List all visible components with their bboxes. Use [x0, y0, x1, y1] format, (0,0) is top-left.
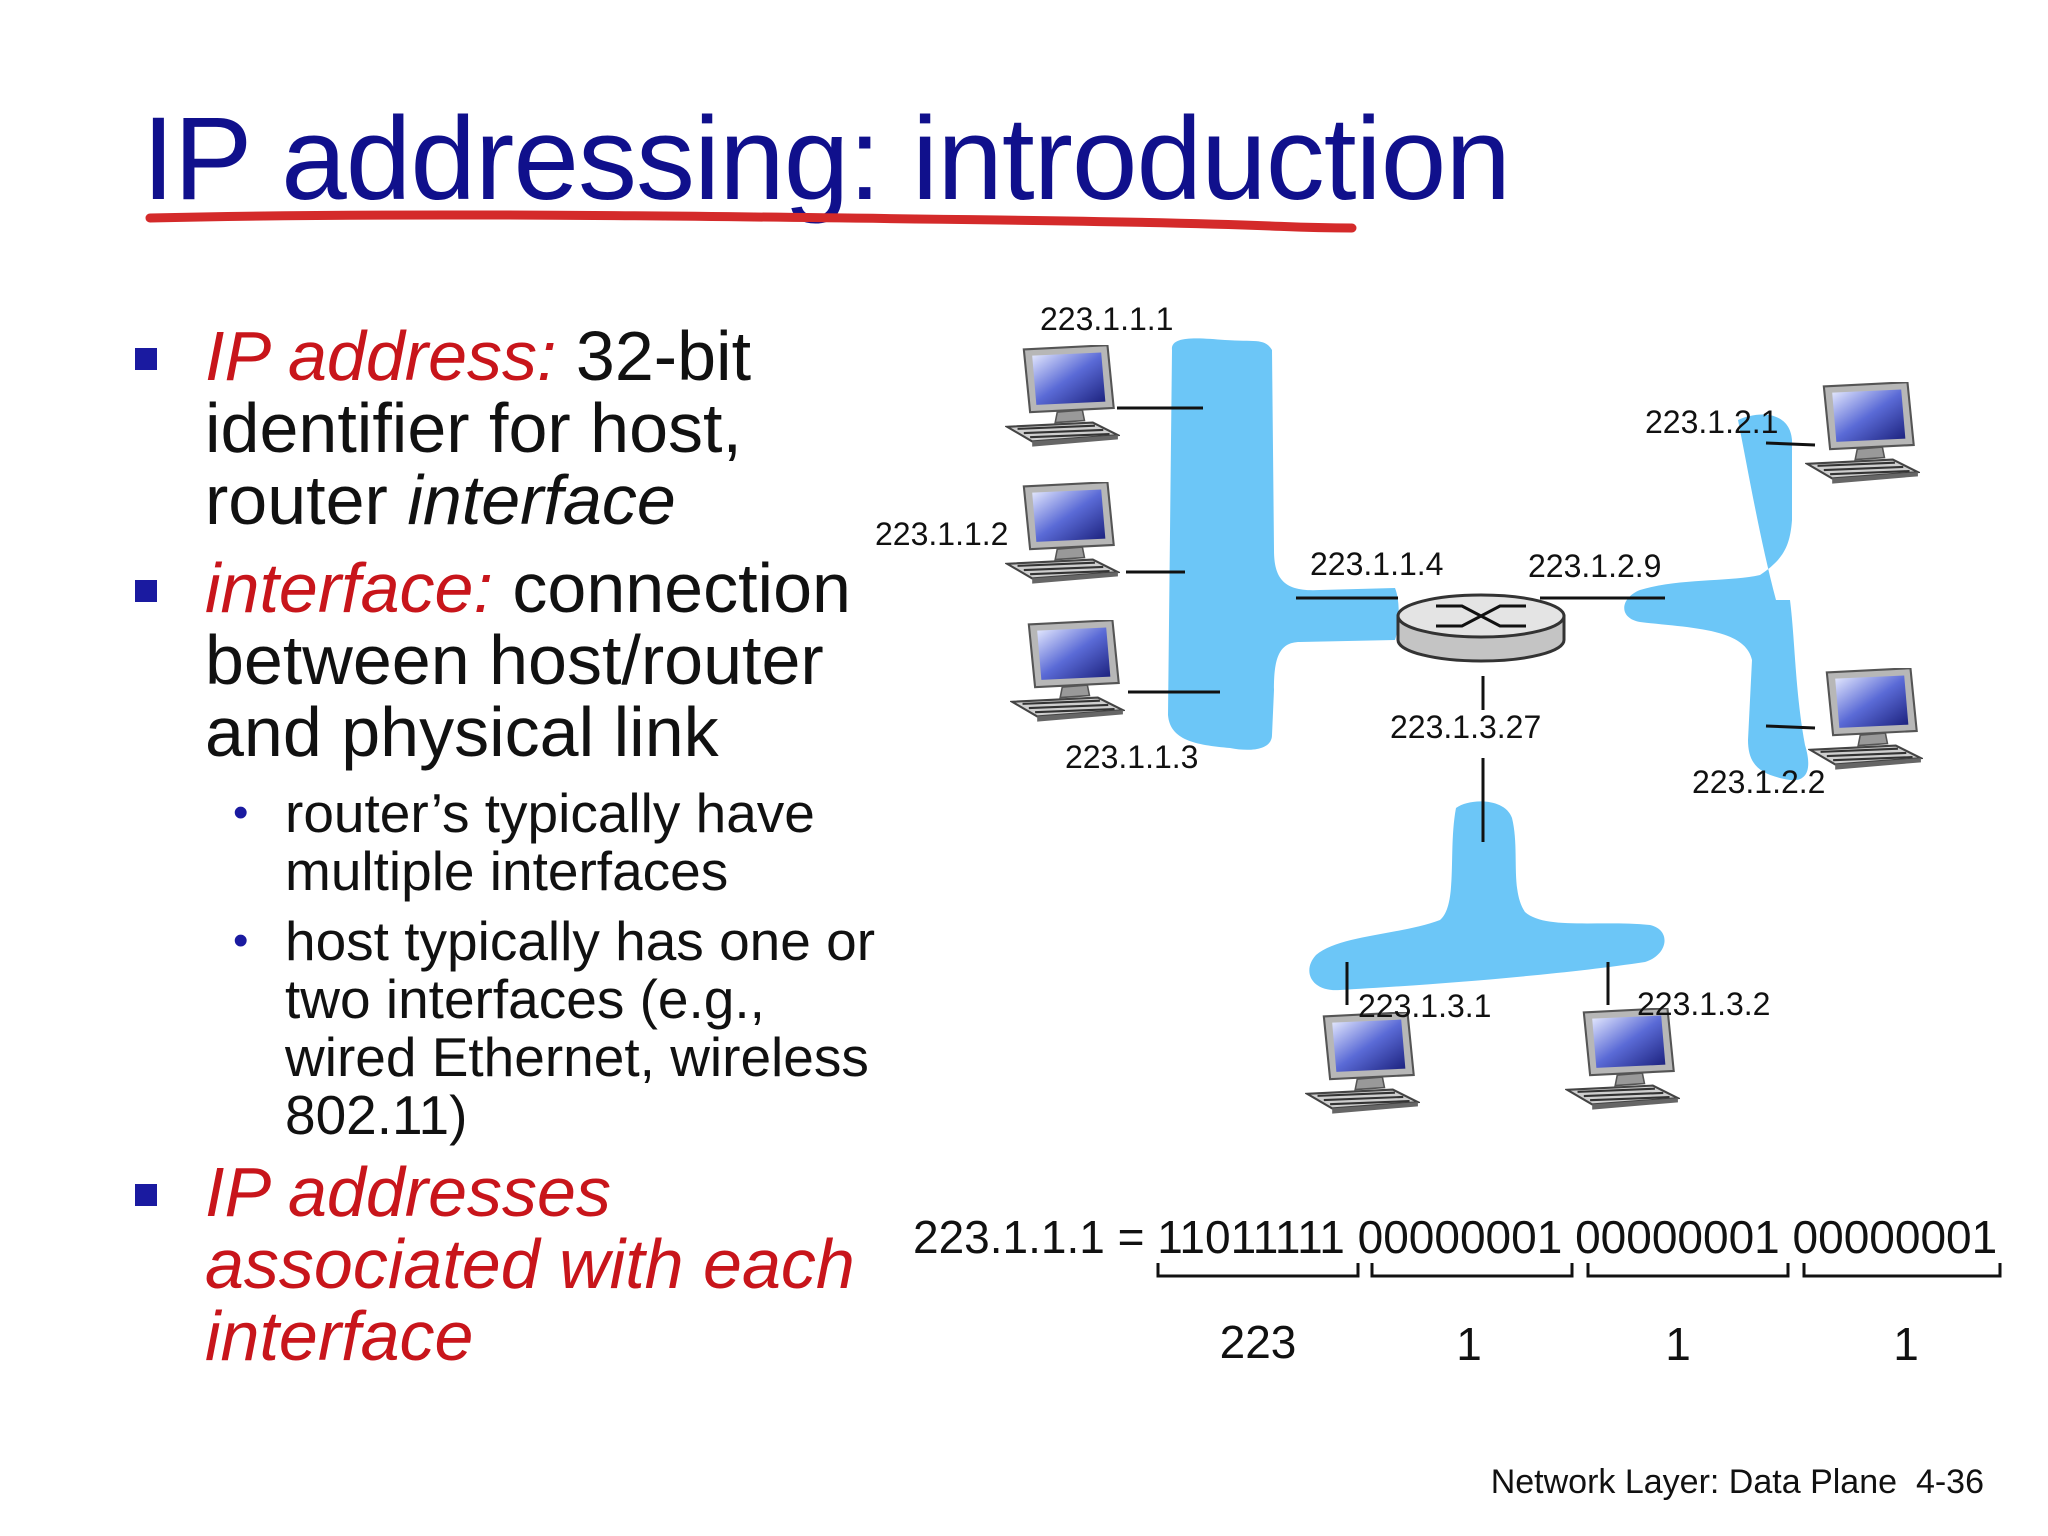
label-223-1-3-2: 223.1.3.2 [1637, 986, 1770, 1022]
slide-footer: Network Layer: Data Plane 4-36 [1491, 1463, 1984, 1502]
label-223-1-1-3: 223.1.1.3 [1065, 739, 1198, 775]
bullet-dot-icon: • [233, 916, 249, 965]
footer-chapter: Network Layer: Data Plane [1490, 1463, 1898, 1501]
footer-page-number: 4-36 [1915, 1463, 1984, 1501]
label-223-1-2-9: 223.1.2.9 [1528, 548, 1661, 584]
octet-brackets [1156, 1263, 2002, 1278]
subnet-223-1-2-shape [1624, 414, 1809, 781]
label-223-1-1-2: 223.1.1.2 [875, 516, 1008, 552]
octet-decimal-3: 1 [1665, 1318, 1691, 1370]
bullet-ip-per-interface: IP addresses associated with each interf… [135, 1156, 895, 1372]
host-223-1-2-1-icon [1806, 382, 1919, 485]
octet-decimal-4: 1 [1893, 1318, 1919, 1370]
subbullet-router-interfaces: • router’s typically have multiple inter… [233, 782, 815, 902]
router-icon [1396, 593, 1566, 663]
host-223-1-1-1-icon [1006, 345, 1119, 448]
host-223-1-1-3-icon [1011, 620, 1124, 723]
bullet-square-icon [135, 348, 157, 370]
bullet-list: IP address: 32-bit identifier for host, … [135, 320, 895, 1388]
bullet-dot-icon: • [233, 788, 249, 837]
title-underline [145, 210, 1357, 233]
subnet-223-1-1-shape [1168, 338, 1399, 750]
host-223-1-2-2-icon [1809, 668, 1922, 771]
host-223-1-3-2-icon [1566, 1008, 1679, 1111]
label-223-1-3-27: 223.1.3.27 [1390, 709, 1541, 745]
label-223-1-3-1: 223.1.3.1 [1358, 988, 1491, 1024]
bullet-square-icon [135, 580, 157, 602]
octet-decimal-2: 1 [1456, 1318, 1482, 1370]
label-223-1-1-4: 223.1.1.4 [1310, 546, 1443, 582]
host-223-1-3-1-icon [1306, 1012, 1419, 1115]
binary-equation: 223.1.1.1 = 11011111 00000001 00000001 0… [913, 1211, 1997, 1263]
subbullet-host-interfaces: • host typically has one or two interfac… [233, 910, 876, 1146]
octet-decimal-1: 223 [1220, 1316, 1297, 1368]
bullet-square-icon [135, 1184, 157, 1206]
slide-title: IP addressing: introduction [142, 93, 1511, 225]
label-223-1-2-2: 223.1.2.2 [1692, 764, 1825, 800]
host-223-1-1-2-icon [1006, 482, 1119, 585]
bullet-interface: interface: connection between host/route… [135, 552, 895, 768]
link-lines [1117, 406, 1816, 1005]
subnet-223-1-3-shape [1309, 801, 1665, 991]
label-223-1-1-1: 223.1.1.1 [1040, 301, 1173, 337]
label-223-1-2-1: 223.1.2.1 [1645, 404, 1778, 440]
bullet-ip-address: IP address: 32-bit identifier for host, … [135, 320, 895, 536]
